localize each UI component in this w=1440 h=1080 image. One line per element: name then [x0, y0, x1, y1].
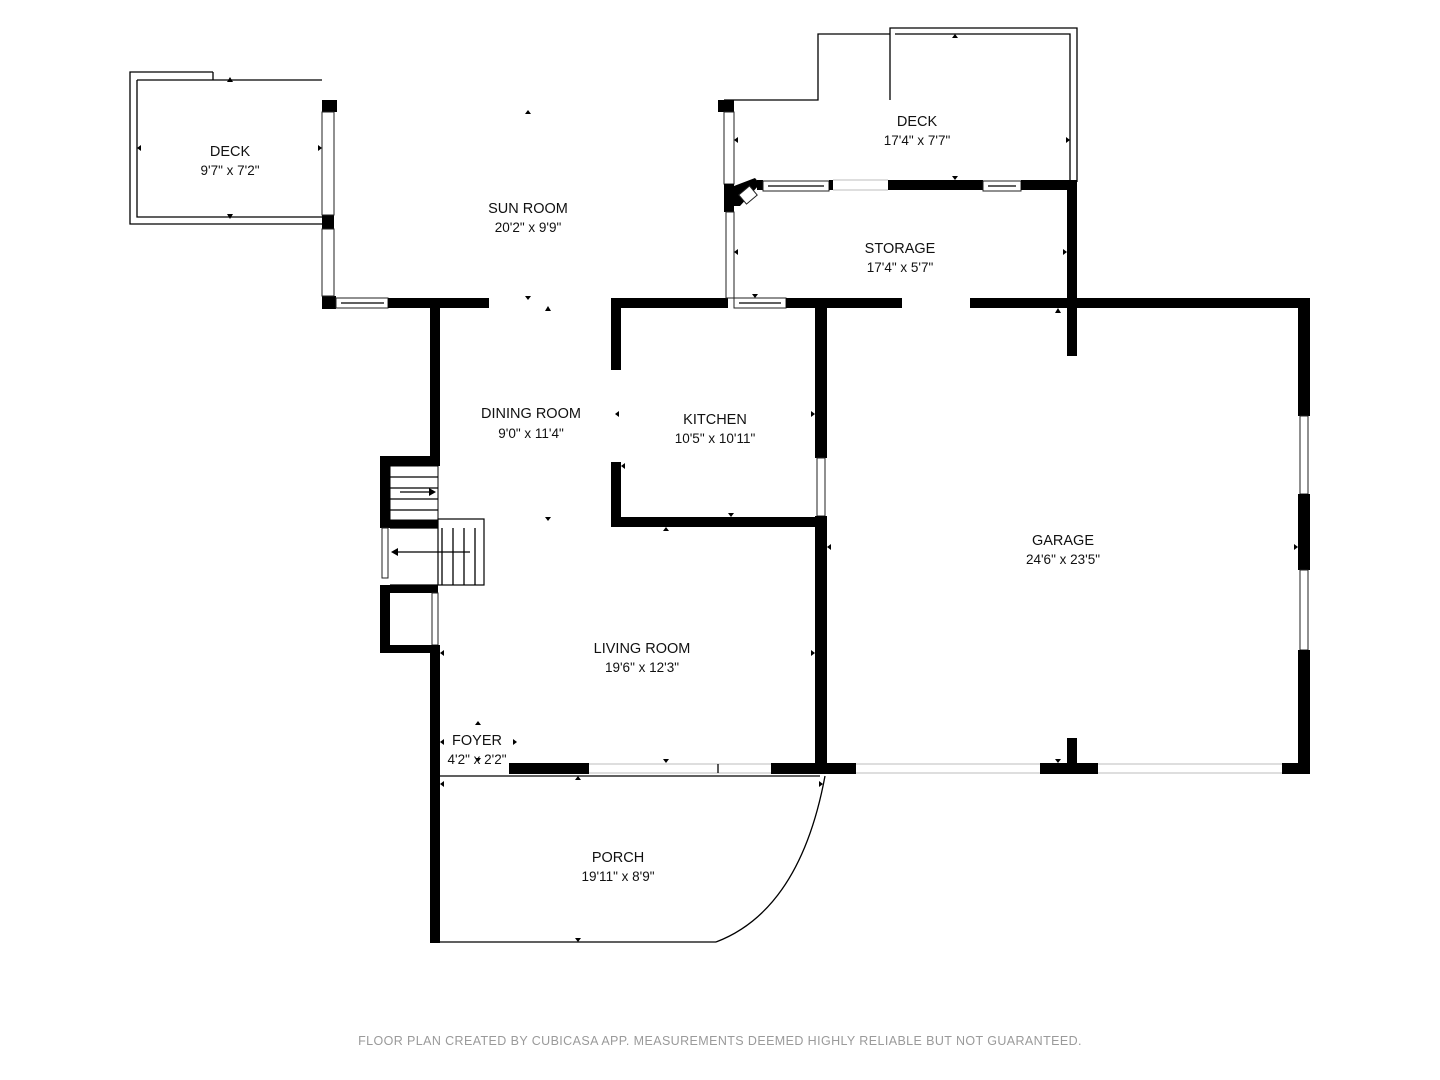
storage-dims: 17'4" x 5'7" — [867, 260, 934, 275]
dining-room-name: DINING ROOM — [481, 406, 581, 422]
sun-room-dims: 20'2" x 9'9" — [495, 220, 562, 235]
deck-east-name: DECK — [897, 114, 938, 130]
living-room-dims: 19'6" x 12'3" — [605, 660, 679, 675]
garage-name: GARAGE — [1032, 533, 1094, 549]
dining-room-dims: 9'0" x 11'4" — [498, 426, 564, 441]
room-label-deck-west: DECK 9'7" x 7'2" — [200, 144, 259, 178]
room-label-sun-room: SUN ROOM 20'2" x 9'9" — [488, 201, 568, 235]
room-label-garage: GARAGE 24'6" x 23'5" — [1026, 533, 1100, 567]
dimension-markers — [137, 34, 1298, 942]
sun-room-walls — [321, 100, 728, 309]
foyer-name: FOYER — [452, 733, 502, 749]
disclaimer-footer: FLOOR PLAN CREATED BY CUBICASA APP. MEAS… — [358, 1034, 1082, 1048]
porch-name: PORCH — [592, 850, 644, 866]
room-label-foyer: FOYER 4'2" x 2'2" — [447, 733, 506, 767]
deck-east-dims: 17'4" x 7'7" — [884, 133, 951, 148]
room-label-kitchen: KITCHEN 10'5" x 10'11" — [675, 412, 756, 446]
storage-walls — [724, 178, 1310, 356]
deck-west-dims: 9'7" x 7'2" — [200, 163, 259, 178]
room-label-living-room: LIVING ROOM 19'6" x 12'3" — [594, 641, 691, 675]
storage-name: STORAGE — [865, 241, 936, 257]
living-room-name: LIVING ROOM — [594, 641, 691, 657]
room-label-storage: STORAGE 17'4" x 5'7" — [865, 241, 936, 275]
porch-dims: 19'11" x 8'9" — [581, 869, 654, 884]
kitchen-name: KITCHEN — [683, 412, 747, 428]
deck-east-outline — [718, 27, 1078, 185]
house-walls — [380, 298, 1310, 943]
deck-west-name: DECK — [210, 144, 251, 160]
room-label-porch: PORCH 19'11" x 8'9" — [581, 850, 654, 884]
kitchen-dims: 10'5" x 10'11" — [675, 431, 756, 446]
sun-room-name: SUN ROOM — [488, 201, 568, 217]
garage-dims: 24'6" x 23'5" — [1026, 552, 1100, 567]
room-label-deck-east: DECK 17'4" x 7'7" — [884, 114, 951, 148]
stairs — [389, 465, 485, 586]
foyer-dims: 4'2" x 2'2" — [447, 752, 506, 767]
room-label-dining-room: DINING ROOM 9'0" x 11'4" — [481, 406, 581, 441]
